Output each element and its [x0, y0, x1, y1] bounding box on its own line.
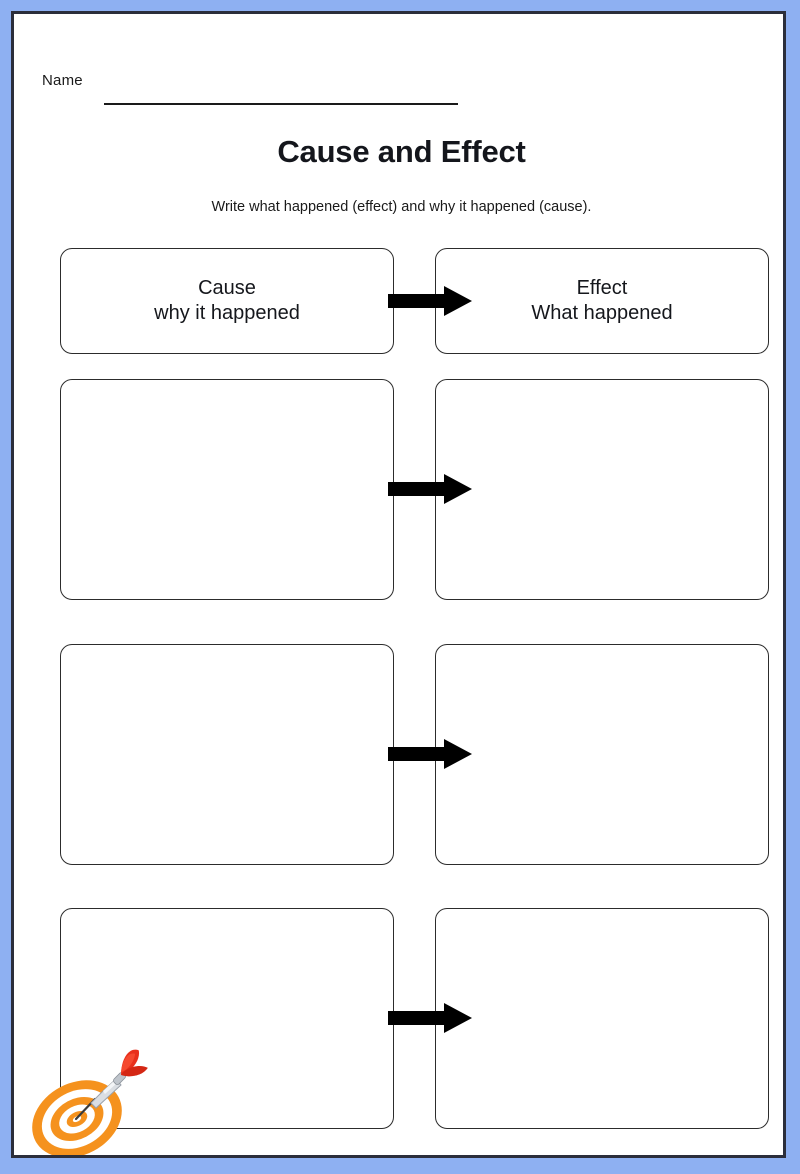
answer-row-1 — [14, 379, 783, 600]
header-row: Cause why it happened Effect What happen… — [14, 248, 783, 354]
name-write-in-line[interactable] — [104, 103, 458, 105]
cause-input-box-3[interactable] — [60, 908, 394, 1129]
page-subtitle-instructions: Write what happened (effect) and why it … — [211, 199, 592, 215]
answer-row-2 — [14, 644, 783, 865]
effect-header-box: Effect What happened — [435, 248, 769, 354]
name-field-row: Name — [42, 72, 492, 117]
cause-input-box-2[interactable] — [60, 644, 394, 865]
cause-header-label: Cause why it happened — [154, 277, 300, 324]
answer-row-3 — [14, 908, 783, 1129]
effect-input-box-3[interactable] — [435, 908, 769, 1129]
page-title: Cause and Effect — [277, 134, 526, 169]
worksheet-page: Name Cause and Effect Write what happene… — [11, 11, 786, 1158]
effect-input-box-1[interactable] — [435, 379, 769, 600]
effect-input-box-2[interactable] — [435, 644, 769, 865]
cause-header-box: Cause why it happened — [60, 248, 394, 354]
effect-header-label: Effect What happened — [531, 277, 673, 324]
cause-input-box-1[interactable] — [60, 379, 394, 600]
name-label: Name — [42, 72, 83, 89]
